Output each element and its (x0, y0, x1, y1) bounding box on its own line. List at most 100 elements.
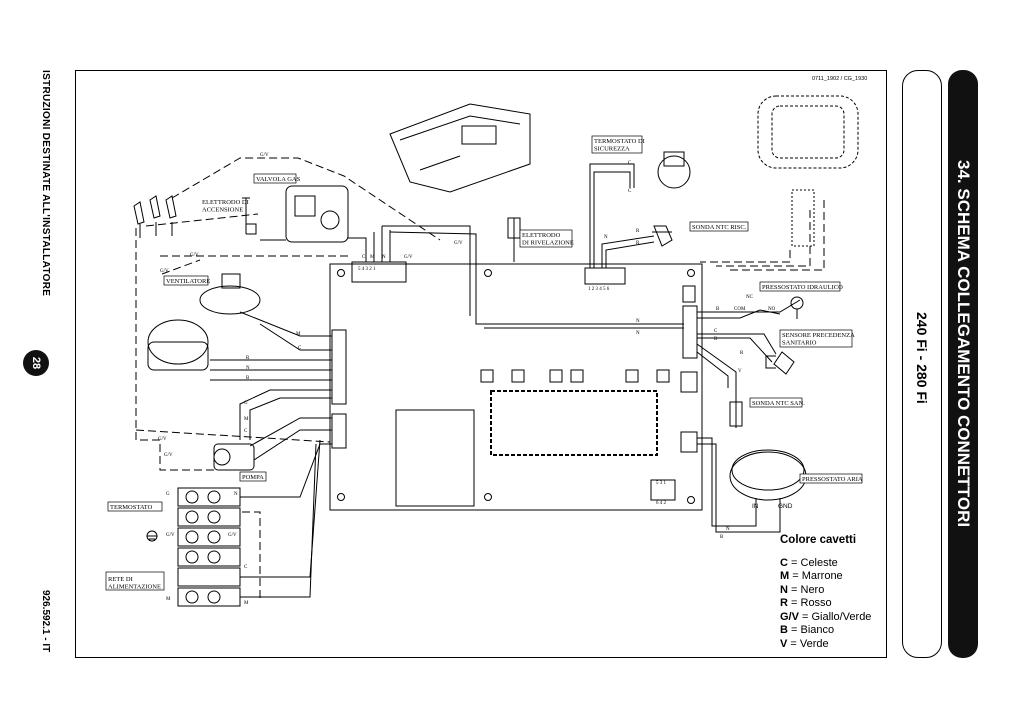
wire-label-b: B (714, 337, 718, 342)
diagram-frame (75, 70, 887, 658)
sidebar-title: ISTRUZIONI DESTINATE ALL'INSTALLATORE (40, 70, 51, 297)
label-pressostato-idraulico: PRESSOSTATO IDRAULICO (762, 284, 843, 291)
mounting-bracket (389, 103, 531, 193)
legend-code: C (780, 556, 788, 569)
legend-item: B = Bianco (780, 624, 835, 636)
wire-label-r: R (636, 229, 640, 234)
wire-label-b: B (720, 535, 724, 540)
connector-gas-pins: 5 4 3 2 1 (358, 267, 376, 272)
wire-label-gv: G/V (260, 153, 269, 158)
legend-item: C = Celeste (780, 556, 838, 569)
wire-label-c: C (714, 329, 718, 334)
legend-name: Nero (800, 583, 825, 596)
connector-thermo-pins: 1 2 3 4 5 6 (588, 287, 610, 292)
wire-label-m: M (370, 255, 375, 260)
wire-label-v: V (738, 369, 742, 374)
pump (213, 443, 255, 471)
legend-name: Verde (799, 637, 829, 650)
wire-label-m: M (166, 597, 171, 602)
wire-label-in: IN (752, 503, 759, 510)
terminal-block (177, 487, 241, 507)
wire-label-n: N (604, 235, 608, 240)
air-pressure-switch (729, 451, 807, 501)
section-tab (948, 70, 978, 658)
wire-label-n: N (382, 255, 386, 260)
wire-label-gv: G/V (454, 241, 463, 246)
dhw-flow-sensor (765, 351, 795, 375)
legend-code: N (780, 583, 788, 596)
wire-label-c: C (244, 429, 248, 434)
legend-item: V = Verde (780, 637, 829, 650)
control-board (329, 263, 703, 511)
wire-label-no: NO (768, 307, 776, 312)
wire-label-gv: G/V (228, 533, 237, 538)
wire-label-gv: G/V (166, 533, 175, 538)
connector-small-pins-a: 5 3 1 (656, 481, 667, 486)
legend-code: G/V (780, 610, 799, 623)
wire-label-c: C (244, 565, 248, 570)
wire-label-b: B (716, 307, 720, 312)
wire-label-gnd: GND (778, 503, 793, 510)
ntc-heating-sensor (652, 225, 673, 247)
legend-name: Rosso (800, 597, 832, 609)
label-pompa: POMPA (242, 474, 264, 481)
legend-name: Bianco (800, 624, 835, 636)
legend-item: M = Marrone (780, 570, 843, 582)
label-ventilatore: VENTILATORE (166, 278, 210, 285)
display-module (490, 390, 658, 456)
models-pill (902, 70, 942, 658)
legend-name: Giallo/Verde (811, 610, 872, 623)
wire-label-m: M (296, 332, 301, 337)
wire-label-gv: G/V (190, 253, 199, 258)
label-sonda-ntc-risc: SONDA NTC RISC. (692, 224, 747, 231)
legend-name: Celeste (800, 556, 838, 569)
wire-label-n: N (234, 492, 238, 497)
wire-label-c: C (362, 255, 366, 260)
wire-label-g: G (166, 492, 170, 497)
legend-title: Colore cavetti (780, 534, 857, 546)
wire-label-r: R (246, 356, 250, 361)
ntc-dhw-sensor (729, 388, 743, 428)
water-pressure-switch (790, 296, 804, 310)
transformer (395, 409, 475, 507)
label-sonda-ntc-san: SONDA NTC SAN. (752, 400, 805, 407)
wire-label-g: G (244, 401, 248, 406)
wire-label-com: COM (734, 307, 746, 312)
legend-code: R (780, 597, 788, 609)
wire-label-m: M (244, 417, 249, 422)
wire-label-r: R (740, 351, 744, 356)
legend-code: V (780, 637, 788, 650)
wire-label-b: B (246, 376, 250, 381)
models-label: 240 Fi - 280 Fi (914, 312, 930, 404)
legend-item: G/V = Giallo/Verde (780, 610, 872, 623)
label-valvola-gas: VALVOLA GAS (256, 176, 301, 183)
label-pressostato-aria: PRESSOSTATO ARIA (802, 476, 863, 483)
pump-motor (147, 319, 209, 365)
connector-small-pins-b: 6 4 2 (656, 501, 667, 506)
wire-label-gv: G/V (160, 269, 169, 274)
label-termostato: TERMOSTATO (110, 504, 153, 511)
legend-item: R = Rosso (780, 597, 832, 609)
wire-label-gv: G/V (404, 255, 413, 260)
fan (199, 285, 261, 315)
wire-label-r: R (636, 241, 640, 246)
wire-label-n: N (636, 331, 640, 336)
wire-label-c: C (628, 189, 632, 194)
wire-label-n: N (636, 319, 640, 324)
legend-code: B (780, 624, 788, 636)
wire-label-n: N (726, 527, 730, 532)
legend-item: N = Nero (780, 583, 825, 596)
legend-name: Marrone (801, 570, 843, 582)
safety-thermostat (657, 155, 691, 189)
gas-valve (285, 185, 349, 243)
wire-label-m: M (244, 601, 249, 606)
legend-code: M (780, 570, 790, 582)
wire-label-gv: G/V (158, 437, 167, 442)
section-title: 34. SCHEMA COLLEGAMENTO CONNETTORI (954, 160, 973, 528)
